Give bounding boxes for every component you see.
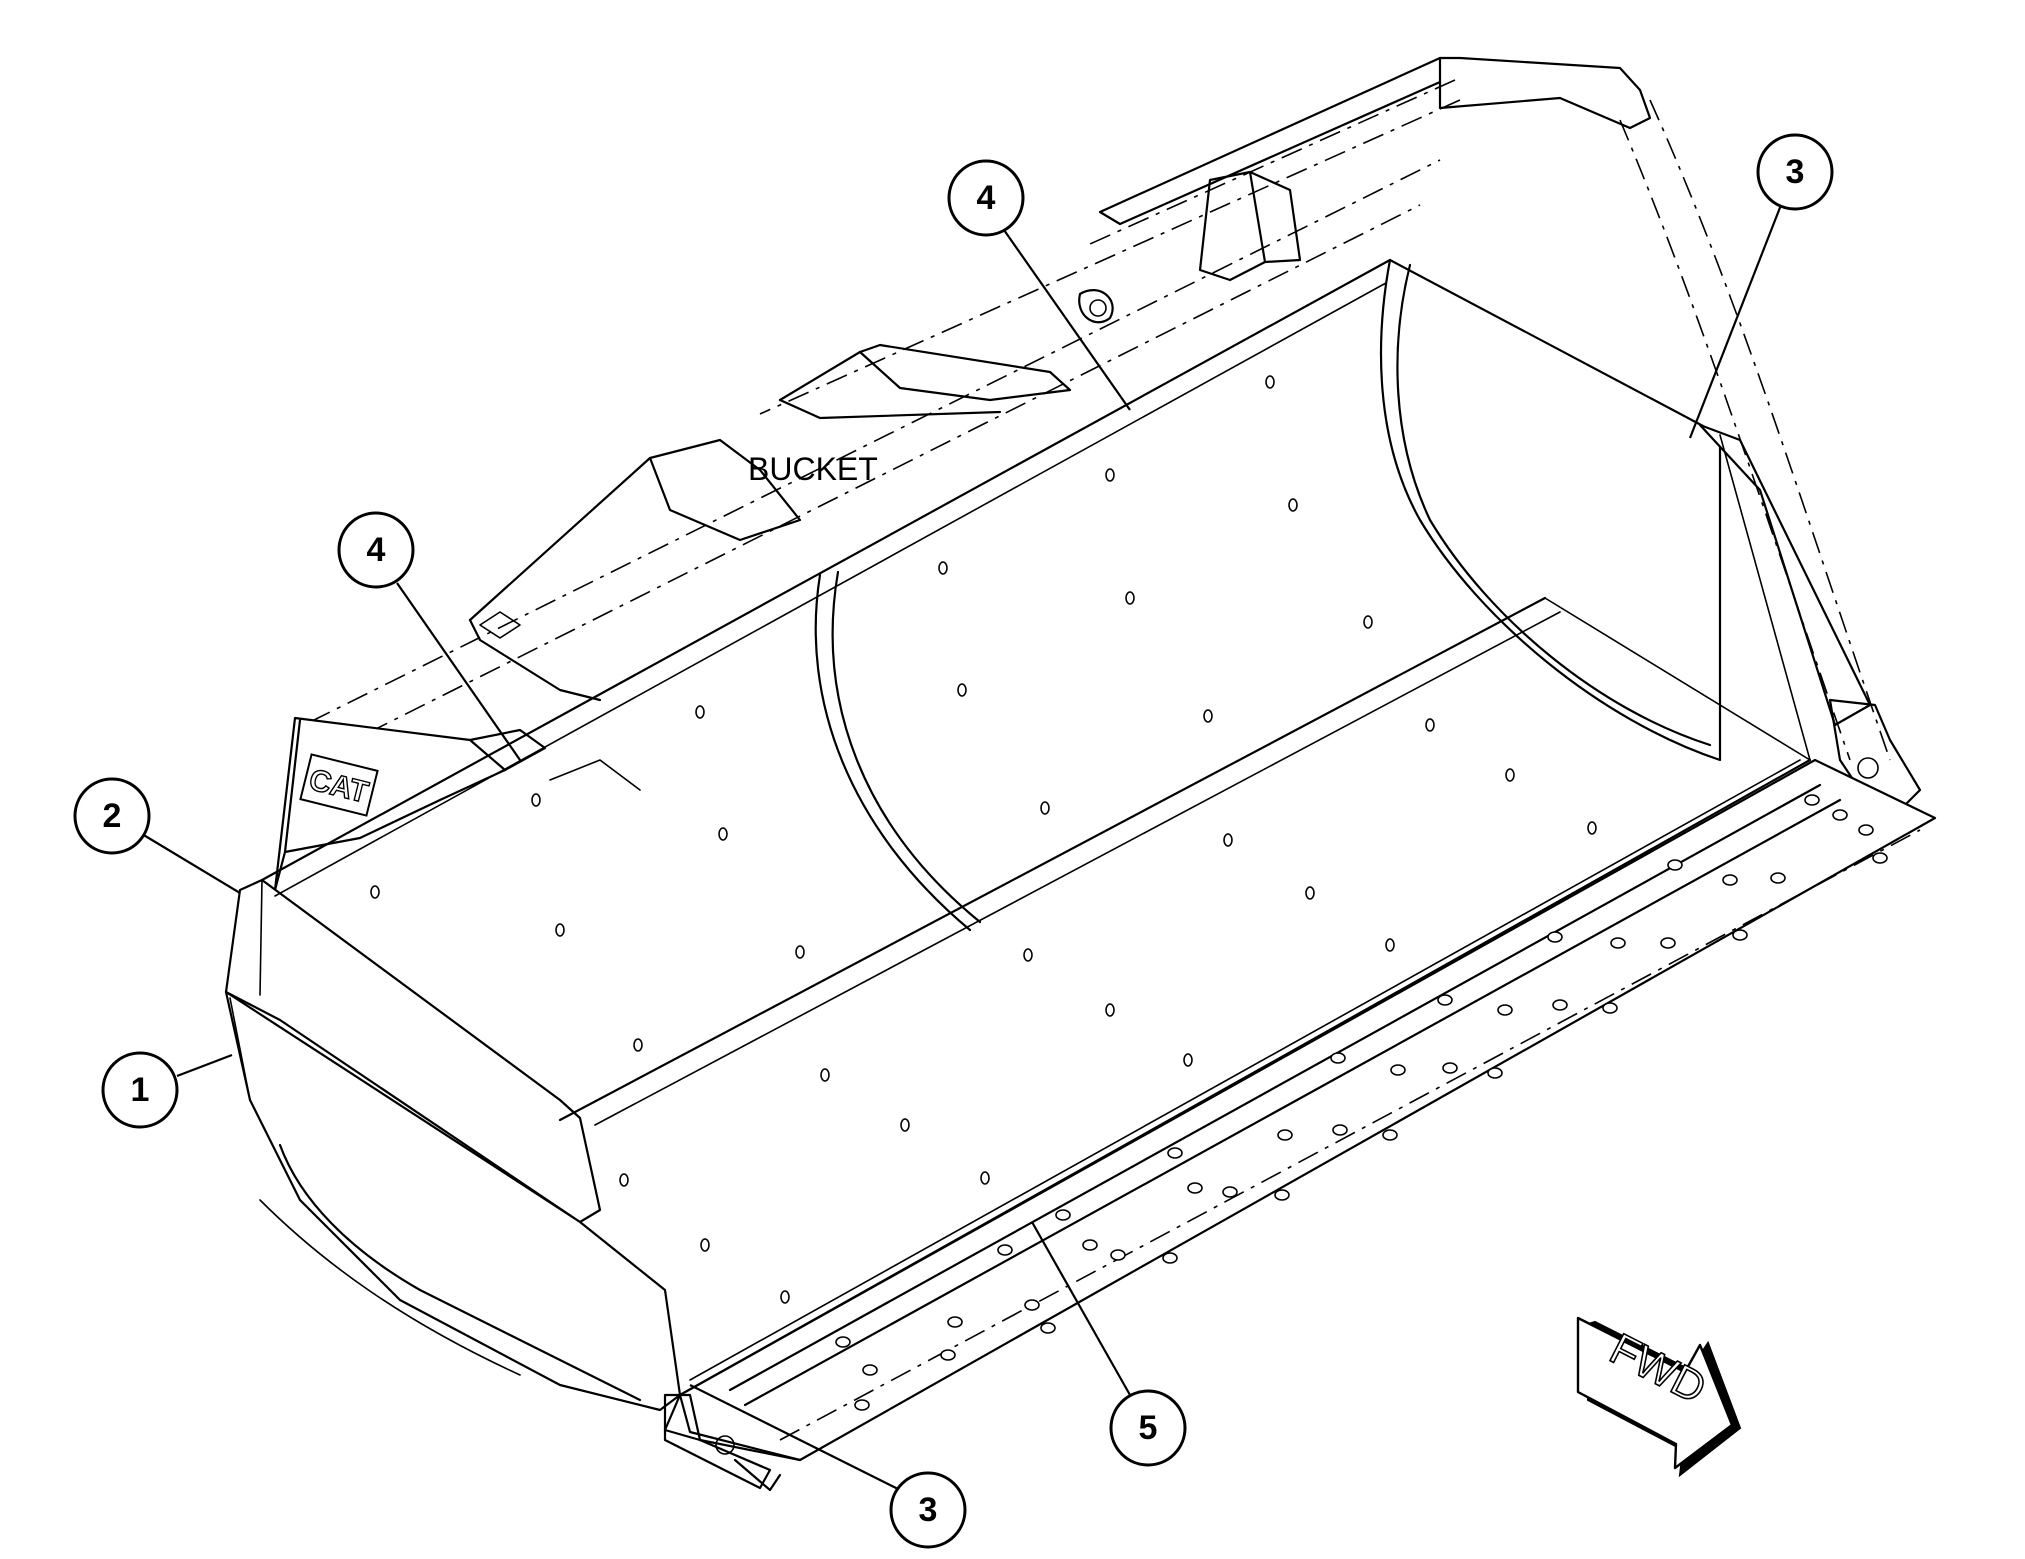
callout-circle bbox=[73, 777, 151, 855]
callout-circle bbox=[101, 1051, 179, 1129]
callout-4-top: 4 bbox=[947, 159, 1131, 411]
forward-arrow-icon: FWD bbox=[1576, 1316, 1742, 1478]
callout-number: 4 bbox=[367, 531, 386, 569]
cat-logo: CAT bbox=[299, 753, 379, 817]
callout-circle bbox=[337, 511, 415, 589]
callout-number: 1 bbox=[131, 1071, 150, 1109]
callout-5: 5 bbox=[1031, 1221, 1187, 1467]
callout-number: 3 bbox=[1786, 153, 1805, 191]
callout-circle bbox=[889, 1471, 967, 1549]
callout-number: 5 bbox=[1139, 1409, 1158, 1447]
left-side-plate: CAT bbox=[224, 716, 682, 1412]
cutting-edge bbox=[663, 758, 1937, 1492]
callout-circle bbox=[1109, 1389, 1187, 1467]
callout-number: 2 bbox=[103, 797, 122, 835]
mounting-holes bbox=[370, 375, 1888, 1411]
callout-2: 2 bbox=[73, 777, 241, 894]
callout-3-bottom: 3 bbox=[689, 1384, 967, 1549]
callout-circle bbox=[1756, 133, 1834, 211]
callout-number: 3 bbox=[919, 1491, 938, 1529]
part-label-bucket: BUCKET bbox=[748, 451, 878, 487]
callout-3-top: 3 bbox=[1688, 133, 1834, 439]
callout-4-left: 4 bbox=[337, 511, 521, 761]
callout-1: 1 bbox=[101, 1051, 233, 1129]
callout-number: 4 bbox=[977, 179, 996, 217]
callout-circle bbox=[947, 159, 1025, 237]
